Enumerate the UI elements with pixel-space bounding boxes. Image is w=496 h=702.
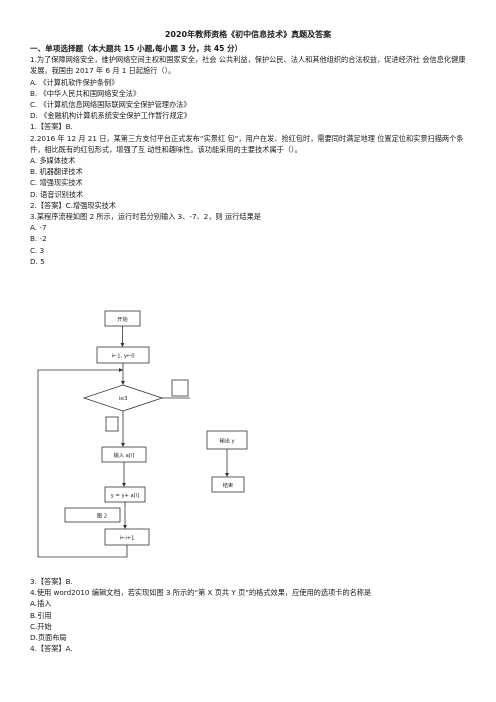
flowchart-arrow [162, 397, 190, 399]
flowchart-end-label: 结束 [223, 481, 233, 489]
flowchart-arrowhead [119, 368, 123, 372]
question-block-top: 一、单项选择题（本大题共 15 小题,每小题 3 分，共 45 分） 1.为了保… [30, 43, 470, 267]
question-2-option: C. 增强现实技术 [30, 178, 83, 188]
flowchart-loop-line [37, 369, 128, 558]
question-2-option: D. 语音识别技术 [30, 189, 84, 199]
figure-label: 图 2 [97, 513, 107, 520]
question-4-option: B.引用 [30, 610, 52, 620]
flowchart-arrowhead [120, 343, 125, 347]
question-3-option: A. -7 [30, 223, 47, 233]
section-heading: 一、单项选择题（本大题共 15 小题,每小题 3 分，共 45 分） [30, 44, 243, 53]
document-title: 2020年教师资格《初中信息技术》真题及答案 [164, 30, 332, 39]
flowchart-input-label: 输入 a[i] [114, 451, 135, 459]
question-3-stem: 3.某程序流程如图 2 所示，运行时若分别输入 3、-7、2，则 运行结果是 [30, 212, 261, 222]
question-2-option: B. 机器翻译技术 [30, 167, 83, 177]
question-4-answer: 4.【答案】A. [30, 644, 73, 654]
question-1-answer: 1.【答案】B. [30, 122, 73, 132]
question-block-bottom: 3.【答案】B. 4.使用 word2010 编辑文档，若实现如图 3 所示的“… [30, 576, 470, 654]
flowchart-blank-box [171, 379, 189, 397]
question-4-stem: 4.使用 word2010 编辑文档，若实现如图 3 所示的“第 X 页共 Y … [30, 588, 372, 598]
question-3-answer: 3.【答案】B. [30, 577, 73, 586]
question-1-option: A. 《计算机软件保护条例》 [30, 77, 119, 87]
question-4-option: D.页面布局 [30, 633, 67, 643]
question-2-option: A. 多媒体技术 [30, 156, 76, 166]
question-3-option: C. 3 [30, 245, 45, 255]
flowchart-init-label: i←1, y←0 [111, 354, 134, 360]
flowchart-end-box [211, 476, 245, 493]
flowchart-start-label: 开始 [117, 315, 128, 323]
flowchart-output-branch: 输出 y 结束 [206, 430, 248, 493]
flowchart-arrowhead [122, 483, 126, 487]
question-2-answer: 2.【答案】C.增强现实技术 [30, 200, 117, 210]
question-4-option: A.插入 [30, 599, 52, 609]
flowchart-output-label: 输出 y [219, 437, 234, 445]
question-1-option: D. 《金融机构计算机系统安全保护工作暂行规定》 [30, 111, 192, 121]
flowchart-arrowhead [225, 473, 229, 477]
flowchart-figure-2: 开始 i←1, y←0 i≤3 输入 a[i] y = y+ a[i] 图 2 [37, 310, 190, 558]
flowchart-arrowhead [121, 381, 125, 385]
flowchart-decision-label: i≤3 [118, 396, 127, 402]
question-3-option: D. 5 [30, 256, 45, 266]
flowchart-blank-box [105, 416, 119, 432]
flowchart-increment-label: i←i+1 [120, 536, 135, 542]
question-1-option: C. 《计算机信息网络国际联网安全保护管理办法》 [30, 100, 191, 110]
question-3-option: B. -2 [30, 234, 47, 244]
figure-label-box [64, 507, 121, 523]
question-4-option: C.开始 [30, 621, 52, 631]
question-1-option: B. 《中华人民共和国网络安全法》 [30, 88, 141, 98]
flowchart-assign-label: y = y+ a[i] [111, 493, 139, 499]
flowchart-arrowhead [121, 443, 125, 447]
flowchart-arrowhead [123, 525, 127, 529]
question-2-stem: 2.2016 年 12 月 21 日，某第三方支付平台正式发布“实景红 包”，用… [30, 133, 464, 154]
question-1-stem: 1.为了保障网络安全，维护网络空间主权和国家安全，社会 公共利益，保护公民、法人… [30, 55, 466, 76]
